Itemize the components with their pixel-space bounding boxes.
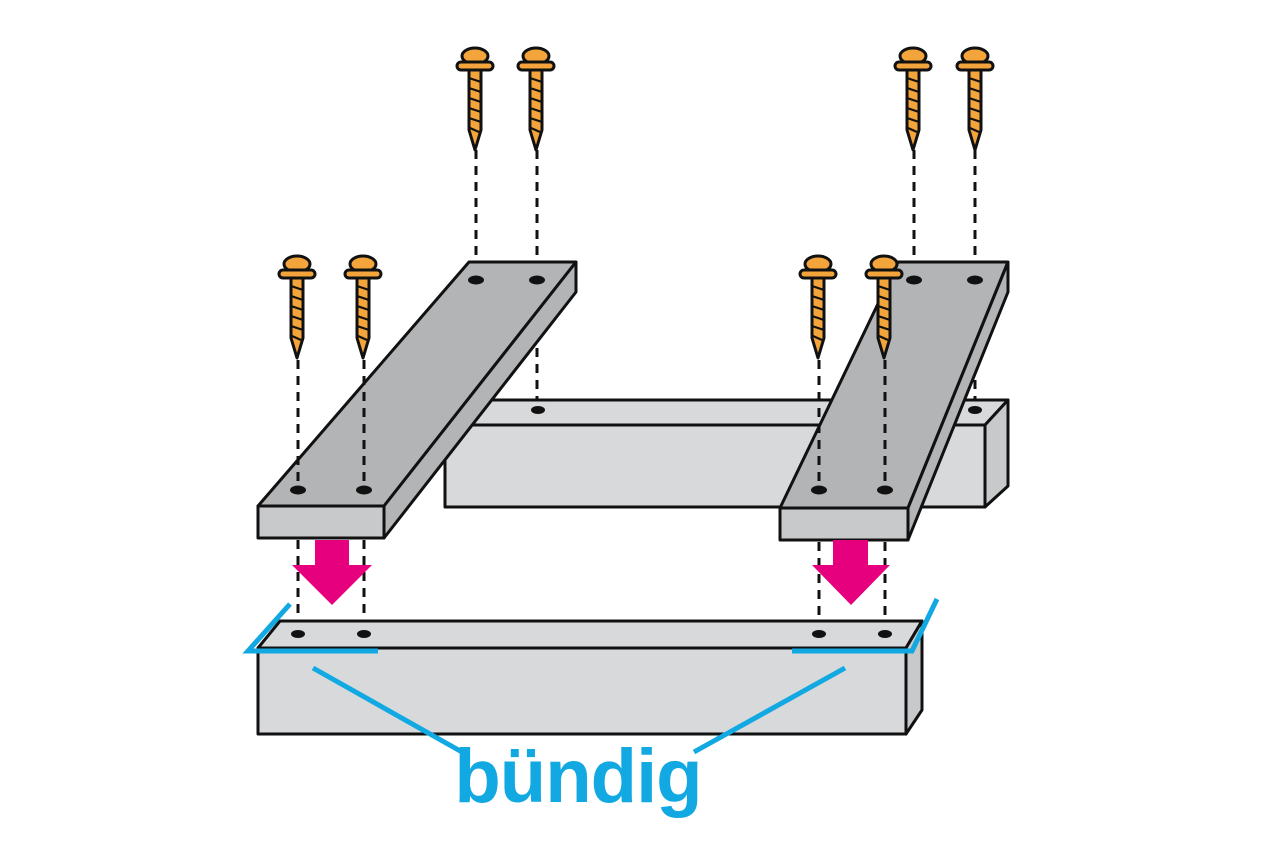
flush-markers [242,597,940,755]
screws [277,46,995,360]
front-beam-hole [357,630,371,638]
left-plank [256,260,578,540]
back-beam-hole [531,406,545,414]
flush-marker-right [792,597,940,654]
right-plank-end-face [778,506,910,542]
front-beam-hole [812,630,826,638]
screw-icon [277,254,317,360]
plank-hole [967,275,983,285]
screw-icon [343,254,383,360]
plank-hole [468,275,484,285]
plank-hole [877,485,893,495]
plank-hole [906,275,922,285]
plank-hole [356,485,372,495]
screw-icon [893,46,933,152]
back-beam-end-face [983,398,1010,509]
right-plank [778,260,1010,542]
plank-hole [811,485,827,495]
front-beam [256,619,924,736]
screw-icon [455,46,495,152]
flush-leader-right [692,665,847,755]
guide-lines-front [296,360,887,630]
front-beam-hole [878,630,892,638]
plank-hole [290,485,306,495]
plank-hole [529,275,545,285]
arrow-down-icon [812,540,890,605]
screw-icon [516,46,556,152]
flush-leader-left [311,665,464,755]
front-beam-hole [291,630,305,638]
flush-marker-left [242,602,378,654]
screw-icon [798,254,838,360]
left-plank-end-face [256,504,386,540]
back-beam-hole [968,406,982,414]
arrow-down-icon [292,540,372,605]
flush-label: bündig [454,734,701,819]
screw-icon [955,46,995,152]
